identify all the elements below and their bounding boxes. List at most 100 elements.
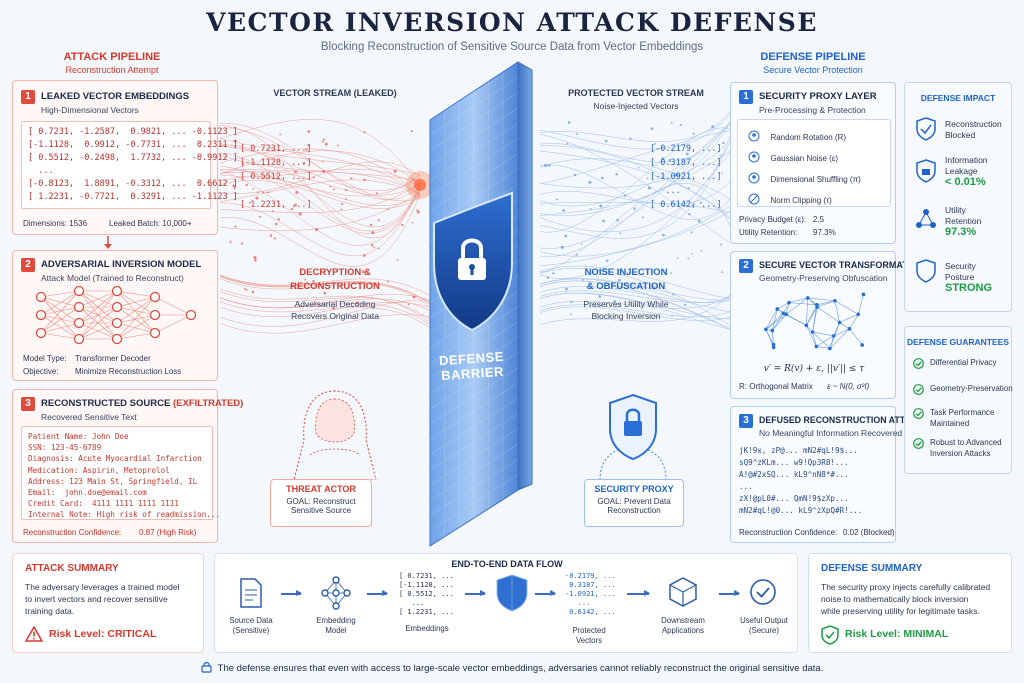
card-subtitle: Recovered Sensitive Text xyxy=(41,412,137,422)
summary-line: while preserving utility for legitimate … xyxy=(821,606,980,616)
footer-text: The defense ensures that even with acces… xyxy=(217,663,824,674)
defense-impact-title: DEFENSE IMPACT xyxy=(920,93,996,103)
summary-line: noise to mathematically block inversion xyxy=(821,594,969,604)
neural-network-icon xyxy=(35,285,197,345)
flow-label-line: Protected xyxy=(572,626,606,635)
card-subtitle: Geometry-Preserving Obfuscation xyxy=(759,273,888,283)
defense-impact-panel: DEFENSE IMPACT Reconstruction Blocked In… xyxy=(904,82,1012,312)
rotation-icon xyxy=(748,130,760,142)
inversion-model-card: 2 ADVERSARIAL INVERSION MODEL Attack Mod… xyxy=(12,250,218,381)
step-number: 1 xyxy=(21,90,35,104)
noise-title-2: & OBFUSCATION xyxy=(586,281,666,292)
flow-arrow xyxy=(535,590,556,596)
impact-item: Utility Retention 97.3% xyxy=(945,205,981,238)
checkmark-circle-icon xyxy=(750,579,776,605)
card-subtitle: No Meaningful Information Recovered xyxy=(759,428,903,438)
decryption-title-2: RECONSTRUCTION xyxy=(290,281,380,292)
confidence-label: Reconstruction Confidence: xyxy=(739,528,838,537)
page-subtitle: Blocking Reconstruction of Sensitive Sou… xyxy=(320,41,704,53)
protected-stream-sub: Noise-Injected Vectors xyxy=(593,101,679,111)
confidence-value: 0.02 (Blocked) xyxy=(843,528,895,537)
defense-guarantees-title: DEFENSE GUARANTEES xyxy=(906,337,1009,347)
barrier-label: DEFENSE BARRIER xyxy=(435,349,509,384)
impact-item: Security Posture STRONG xyxy=(945,261,992,294)
card-title: RECONSTRUCTED SOURCE (EXFILTRATED) xyxy=(41,398,243,409)
check-circle-icon xyxy=(913,358,924,369)
defense-barrier xyxy=(429,61,533,547)
transformation-formula: v′ = R(v) + ε, ||v′|| ≤ τ xyxy=(763,364,865,374)
network-icon xyxy=(916,209,936,228)
step-number: 3 xyxy=(739,414,753,428)
defense-summary-text: The security proxy injects carefully cal… xyxy=(821,581,990,617)
impact-value: < 0.01% xyxy=(945,176,986,188)
protection-methods-list: Random Rotation (R) Gaussian Noise (ε) D… xyxy=(737,119,891,207)
security-proxy-box: SECURITY PROXY GOAL: Prevent Data Recons… xyxy=(584,479,684,527)
vector-mesh-icon xyxy=(764,292,866,351)
flow-downstream-label: Downstream Applications xyxy=(651,616,715,636)
guarantee-line-2: Maintained xyxy=(930,419,970,428)
model-type-value: Transformer Decoder xyxy=(75,354,151,363)
security-proxy-layer-card: 1 SECURITY PROXY LAYER Pre-Processing & … xyxy=(730,82,896,244)
card-title: DEFUSED RECONSTRUCTION ATTEMPT xyxy=(759,415,930,425)
flow-shield-icon xyxy=(496,574,528,612)
flow-label-line: Model xyxy=(325,626,347,635)
method-label: Random Rotation (R) xyxy=(770,133,847,142)
dimensions-label: Dimensions: 1536 xyxy=(23,219,88,228)
guarantee-line-1: Geometry-Preservation xyxy=(930,384,1013,393)
impact-label-1: Utility xyxy=(945,205,966,215)
shuffle-icon xyxy=(748,172,760,184)
list-item: Dimensional Shuffling (π) xyxy=(748,169,861,187)
attack-pipeline-title: ATTACK PIPELINE xyxy=(63,51,161,63)
impact-value: STRONG xyxy=(945,282,993,294)
flow-label-line: Vectors xyxy=(575,636,602,645)
leaked-stream-label: VECTOR STREAM (LEAKED) xyxy=(273,88,397,98)
leaked-stream-lines xyxy=(219,119,431,334)
protected-stream-label: PROTECTED VECTOR STREAM xyxy=(568,88,704,98)
flow-embeddings-label: Embeddings xyxy=(405,624,449,633)
defused-reconstruction-card: 3 DEFUSED RECONSTRUCTION ATTEMPT No Mean… xyxy=(730,406,930,543)
vector-transformation-card: 2 SECURE VECTOR TRANSFORMATION Geometry-… xyxy=(730,251,924,399)
summary-line: The adversary leverages a trained model xyxy=(25,582,180,592)
flow-arrow xyxy=(367,590,388,596)
list-item: Norm Clipping (τ) xyxy=(748,190,832,208)
shield-lock-icon xyxy=(916,159,936,183)
attack-pipeline-subtitle: Reconstruction Attempt xyxy=(65,65,159,75)
card-subtitle: Attack Model (Trained to Reconstruct) xyxy=(41,273,184,283)
flow-label-line: Source Data xyxy=(229,616,273,625)
warning-icon xyxy=(25,626,43,642)
flow-label-line: Applications xyxy=(661,626,705,635)
noise-icon xyxy=(748,151,760,163)
card-title-text: RECONSTRUCTED SOURCE xyxy=(41,398,171,409)
flow-label-line: Embedding xyxy=(316,616,356,625)
attack-summary-title: ATTACK SUMMARY xyxy=(25,563,119,574)
protected-stream-lines xyxy=(539,111,731,330)
flow-label-line: Useful Output xyxy=(740,616,788,625)
impact-label-1: Security xyxy=(945,261,976,271)
summary-line: to invert vectors and recover sensitive xyxy=(25,594,168,604)
arrow-down-icon xyxy=(104,236,112,249)
flow-arrow xyxy=(465,590,486,596)
flow-label-line: Downstream xyxy=(661,616,705,625)
defense-pipeline-subtitle: Secure Vector Protection xyxy=(763,65,863,75)
impact-label-2: Blocked xyxy=(945,130,976,140)
impact-item: Information Leakage < 0.01% xyxy=(945,155,988,188)
objective-value: Minimize Reconstruction Loss xyxy=(75,367,182,376)
page-title: VECTOR INVERSION ATTACK DEFENSE xyxy=(206,8,818,37)
protected-stream-vectors: [-0.2179, ...] [ 0.3187, ...] [-1.0921, … xyxy=(650,144,722,210)
step-number: 3 xyxy=(21,397,35,411)
utility-retention-label: Utility Retention: xyxy=(739,228,798,237)
flow-embedding-label: Embedding Model xyxy=(307,616,365,636)
garbled-output: jK!9x, zP@... mN2#qL!9$... sQ9^zKLm... w… xyxy=(739,446,863,515)
hooded-hacker-icon xyxy=(293,390,377,480)
batch-label: Leaked Batch: 10,000+ xyxy=(109,219,192,228)
flow-arrow xyxy=(627,590,650,596)
shield-check-icon xyxy=(821,625,839,645)
objective-label: Objective: xyxy=(23,367,59,376)
flow-label-line: (Secure) xyxy=(749,626,779,635)
leaked-embeddings-card: 1 LEAKED VECTOR EMBEDDINGS High-Dimensio… xyxy=(12,80,238,235)
flow-embeddings-vectors: [ 0.7231, ... [-1.1128, ... [ 0.5512, ..… xyxy=(399,572,454,616)
threat-goal-1: GOAL: Reconstruct xyxy=(286,497,356,506)
protected-stream-dots xyxy=(544,121,725,317)
attack-summary-text: The adversary leverages a trained model … xyxy=(25,581,180,617)
